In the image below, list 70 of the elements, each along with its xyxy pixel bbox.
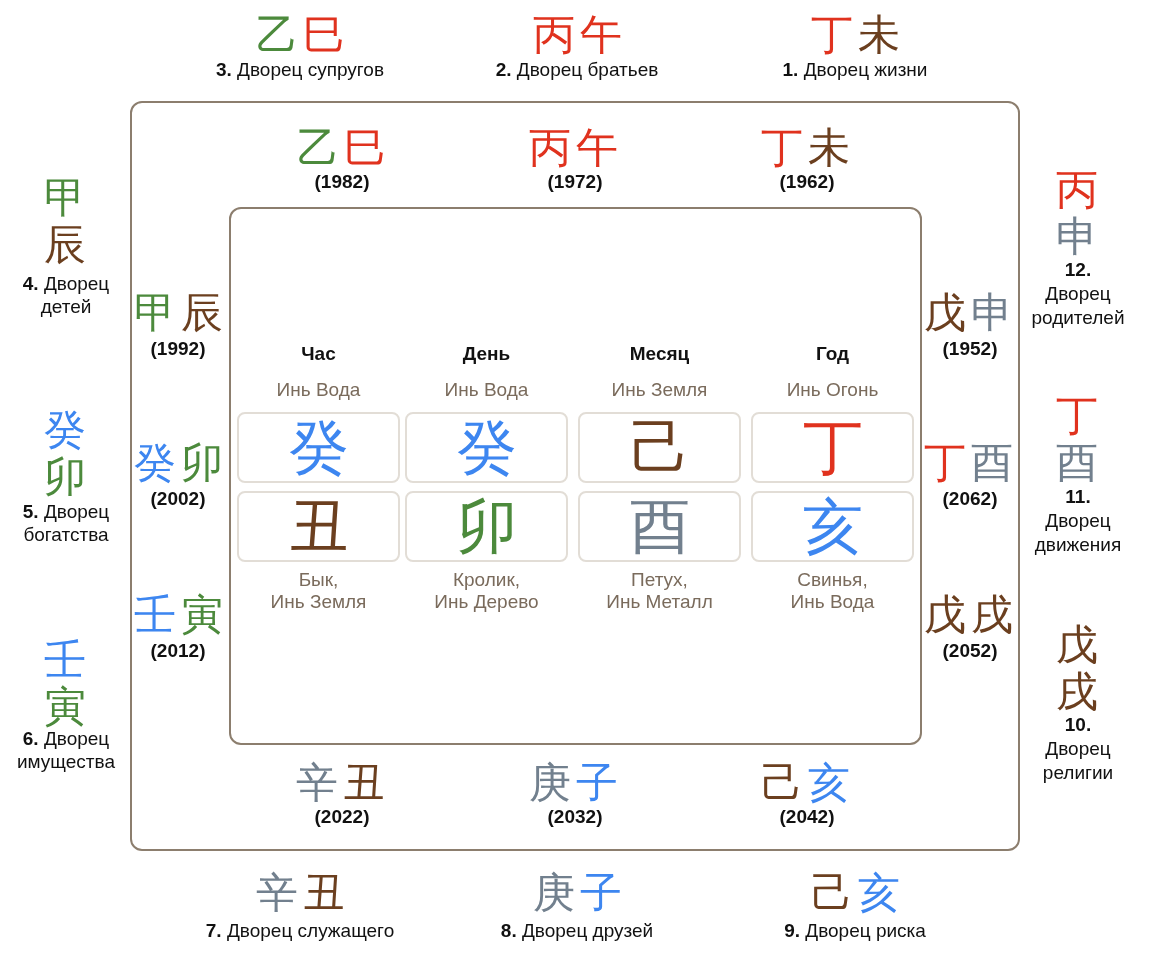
character-cell: 亥: [751, 491, 914, 562]
character-pair: 丙午: [532, 11, 622, 59]
character-pair: 壬寅: [133, 591, 223, 639]
year-label: (2032): [547, 806, 603, 828]
inner-frame: [229, 207, 922, 745]
year-label: (1992): [150, 338, 206, 360]
palace-caption: 4. Дворец детей: [21, 272, 111, 318]
character-pair: 丙申: [1056, 166, 1098, 260]
palace-caption: 5. Дворец богатства: [21, 500, 111, 546]
palace-caption: 12. Дворец родителей: [1030, 258, 1126, 330]
year-label: (2042): [779, 806, 835, 828]
animal-label: Петух, Инь Металл: [606, 569, 713, 613]
palace-caption: 6. Дворец имущества: [16, 728, 116, 773]
character-pair: 戊戌: [1056, 621, 1098, 715]
year-label: (2062): [942, 488, 998, 510]
palace-caption: 2. Дворец братьев: [495, 58, 659, 81]
year-label: (2052): [942, 640, 998, 662]
palace-caption: 10. Дворец религии: [1041, 713, 1115, 785]
animal-label: Свинья, Инь Вода: [790, 569, 875, 613]
character-pair: 庚子: [532, 869, 622, 917]
column-header: Год: [815, 343, 850, 365]
character-pair: 癸卯: [44, 406, 86, 500]
character-pair: 辛丑: [255, 869, 345, 917]
year-label: (1982): [314, 171, 370, 193]
year-label: (1972): [547, 171, 603, 193]
palace-caption: 11. Дворец движения: [1033, 485, 1123, 557]
palace-caption: 8. Дворец друзей: [500, 919, 654, 942]
element-label: Инь Вода: [276, 379, 361, 401]
character-cell: 丑: [237, 491, 400, 562]
character-pair: 己亥: [810, 869, 900, 917]
character-pair: 癸卯: [133, 439, 223, 487]
character-pair: 丁未: [810, 11, 900, 59]
character-pair: 辛丑: [295, 759, 385, 807]
character-cell: 丁: [751, 412, 914, 483]
character-cell: 己: [578, 412, 741, 483]
animal-label: Кролик, Инь Дерево: [434, 569, 539, 613]
year-label: (1952): [942, 338, 998, 360]
element-label: Инь Земля: [611, 379, 708, 401]
animal-label: Бык, Инь Земля: [270, 569, 367, 613]
year-label: (2022): [314, 806, 370, 828]
column-header: Месяц: [629, 343, 690, 365]
palace-caption: 9. Дворец риска: [784, 919, 926, 942]
year-label: (2012): [150, 640, 206, 662]
character-pair: 壬寅: [44, 636, 86, 730]
character-pair: 乙巳: [255, 11, 345, 59]
character-cell: 酉: [578, 491, 741, 562]
character-pair: 庚子: [528, 759, 618, 807]
character-pair: 丁酉: [923, 439, 1013, 487]
element-label: Инь Вода: [444, 379, 529, 401]
character-pair: 戊申: [923, 289, 1013, 337]
year-label: (1962): [779, 171, 835, 193]
character-pair: 丙午: [528, 124, 618, 172]
character-pair: 甲辰: [44, 174, 86, 268]
character-pair: 甲辰: [133, 289, 223, 337]
character-pair: 戊戌: [923, 591, 1013, 639]
year-label: (2002): [150, 488, 206, 510]
character-cell: 癸: [237, 412, 400, 483]
palace-caption: 7. Дворец служащего: [205, 919, 395, 942]
character-pair: 乙巳: [296, 124, 386, 172]
outer-frame: [130, 101, 1020, 851]
element-label: Инь Огонь: [786, 379, 879, 401]
character-pair: 己亥: [760, 759, 850, 807]
character-cell: 癸: [405, 412, 568, 483]
column-header: Час: [301, 343, 336, 365]
palace-caption: 3. Дворец супругов: [215, 58, 385, 81]
character-pair: 丁未: [760, 124, 850, 172]
column-header: День: [462, 343, 511, 365]
palace-caption: 1. Дворец жизни: [782, 58, 928, 81]
character-cell: 卯: [405, 491, 568, 562]
character-pair: 丁酉: [1056, 392, 1098, 486]
